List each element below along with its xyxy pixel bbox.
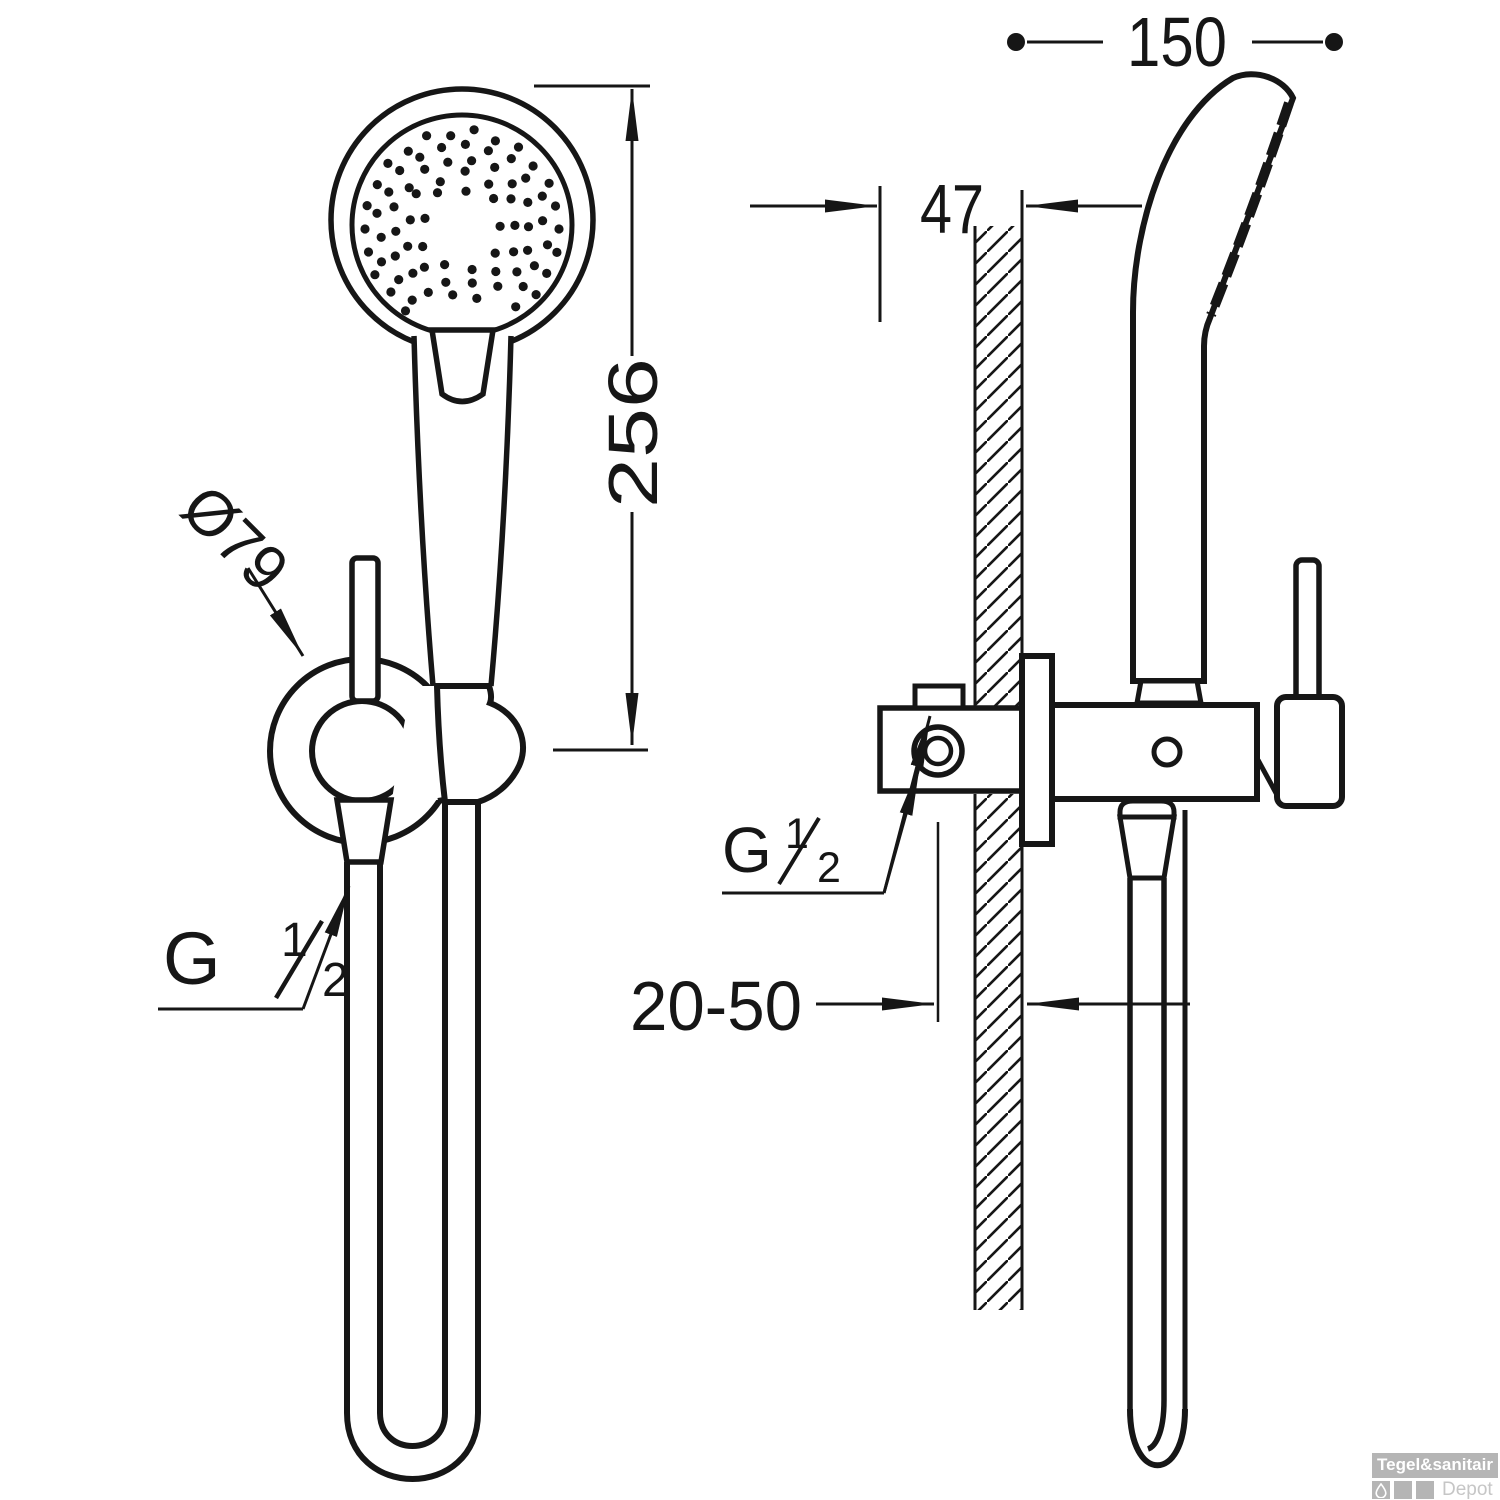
clamp-block-side <box>1274 694 1345 809</box>
hose-cone-side <box>1117 814 1177 881</box>
handle-base-side <box>1134 678 1204 706</box>
hose-cone-front <box>333 797 395 865</box>
dim-dia79: Ø79 <box>168 471 305 657</box>
side-view <box>877 71 1345 1468</box>
head-face-circle <box>349 112 575 338</box>
front-hose <box>344 802 481 1482</box>
dim-47-text: 47 <box>920 170 984 248</box>
thread-front-num: 1 <box>281 914 308 967</box>
watermark-square-3 <box>1416 1481 1434 1499</box>
handle-front-left-edge <box>411 335 436 687</box>
handle-front-right-edge <box>488 335 514 687</box>
thread-side-den: 2 <box>817 844 841 892</box>
front-view <box>267 86 596 1482</box>
dim-256: 256 <box>534 84 672 752</box>
spray-dots-icon <box>360 125 564 316</box>
dia79-leader <box>246 567 305 657</box>
holder-pin-front <box>349 555 381 704</box>
thread-side-G: G <box>722 814 772 886</box>
watermark-row: Depot <box>1372 1479 1498 1500</box>
hose-nut-side <box>1117 798 1177 820</box>
side-hose <box>1117 798 1188 1468</box>
holder-pin-side <box>1293 557 1322 703</box>
handle-elbow-front <box>433 683 526 805</box>
head-dock-notch <box>428 327 497 405</box>
watermark-brand: Tegel&sanitair <box>1372 1453 1498 1478</box>
dim-2050-text: 20-50 <box>630 967 802 1045</box>
dim-150-text: 150 <box>1127 3 1227 81</box>
front-wall-holder <box>267 555 526 865</box>
dim-150-dot-right <box>1325 33 1343 51</box>
watermark-square-2 <box>1394 1481 1412 1499</box>
thread-label-front: G 1 2 <box>158 885 351 1011</box>
thread-front-leader <box>301 885 351 1010</box>
hose-u-inner <box>377 1412 448 1449</box>
hose-side-mid-hook <box>1146 1399 1167 1452</box>
supply-step <box>912 683 966 711</box>
dim-47: 47 <box>750 170 1142 322</box>
thread-front-den: 2 <box>322 954 349 1007</box>
thread-side-slash <box>777 816 821 886</box>
shower-profile-outline <box>1130 71 1297 684</box>
thread-front-slash <box>274 919 324 1000</box>
hose-side-u <box>1127 1408 1188 1468</box>
dim-150-dot-left <box>1007 33 1025 51</box>
dim-150: 150 <box>1007 3 1343 81</box>
front-shower-head <box>328 86 596 687</box>
bracket-hole <box>1151 736 1183 768</box>
supply-nut-bore <box>922 735 954 767</box>
handle-front-fill <box>414 336 511 686</box>
thread-front-G: G <box>163 917 221 1000</box>
wall-flange <box>1019 653 1055 847</box>
watermark-sub: Depot <box>1442 1479 1493 1500</box>
dimensions: 150 47 256 Ø79 G 1 2 <box>158 3 1343 1045</box>
hose-u-outer <box>344 1412 481 1482</box>
thread-side-leader-2 <box>882 763 922 894</box>
dim-256-text: 256 <box>594 358 672 508</box>
thread-label-side: G 1 2 <box>722 715 932 895</box>
watermark: Tegel&sanitair Depot <box>1372 1453 1498 1499</box>
water-drop-icon <box>1372 1481 1390 1499</box>
spray-face-edge <box>1206 101 1294 317</box>
dim-20-50: 20-50 <box>630 822 1190 1045</box>
dia79-text: Ø79 <box>168 471 302 605</box>
shower-profile <box>1130 71 1297 706</box>
